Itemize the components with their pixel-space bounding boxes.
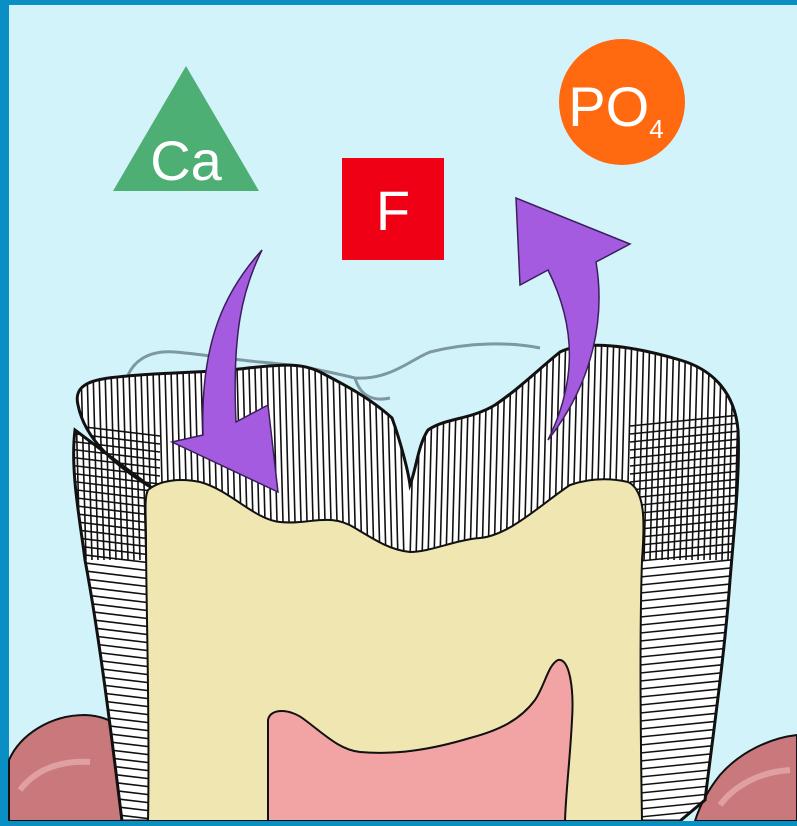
fluoride-square-badge: F: [342, 158, 444, 260]
phosphate-circle-badge: PO4: [559, 39, 685, 165]
calcium-label: Ca: [150, 129, 222, 192]
fluoride-label: F: [376, 179, 410, 242]
